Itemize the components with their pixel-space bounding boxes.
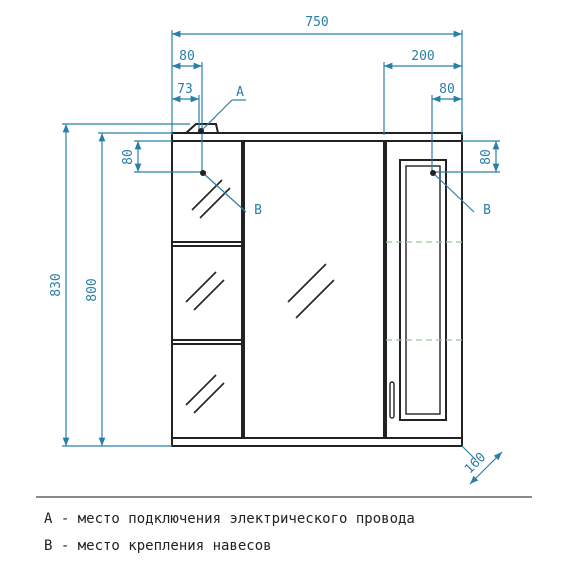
door-frame-inner (405, 165, 441, 415)
dim-total-width: 750 (305, 15, 328, 30)
marker-b-left-label: B (254, 203, 262, 218)
dim-left-offset-inner: 73 (177, 82, 193, 97)
glass-hatching (185, 179, 335, 414)
hidden-shelves (386, 241, 462, 341)
legend-line-a: А - место подключения электрического про… (44, 511, 415, 527)
dimension-lines (62, 30, 503, 485)
legend-line-b: В - место крепления навесов (44, 538, 272, 554)
marker-a-label: A (236, 85, 244, 100)
mirror-panel (243, 140, 385, 439)
door-handle (389, 381, 395, 419)
marker-b-right-label: B (483, 203, 491, 218)
dim-right-offset: 80 (439, 82, 455, 97)
dim-total-height: 830 (49, 273, 64, 296)
socket-point-a (198, 128, 204, 134)
mount-points (198, 128, 436, 176)
plinth (171, 437, 463, 447)
top-slab (171, 132, 463, 142)
dim-left-vert-offset: 80 (121, 149, 136, 165)
dim-depth: 160 (462, 450, 489, 477)
dim-right-vert-offset: 80 (479, 149, 494, 165)
left-shelf-unit (171, 140, 243, 439)
hang-point-right (430, 170, 436, 176)
hang-point-left (200, 170, 206, 176)
dim-left-offset-outer: 80 (179, 49, 195, 64)
socket-housing (185, 123, 219, 134)
cabinet-body (171, 123, 463, 447)
door-frame-outer (399, 159, 447, 421)
right-door (385, 140, 463, 439)
dim-body-height: 800 (85, 278, 100, 301)
dim-right-section: 200 (411, 49, 434, 64)
